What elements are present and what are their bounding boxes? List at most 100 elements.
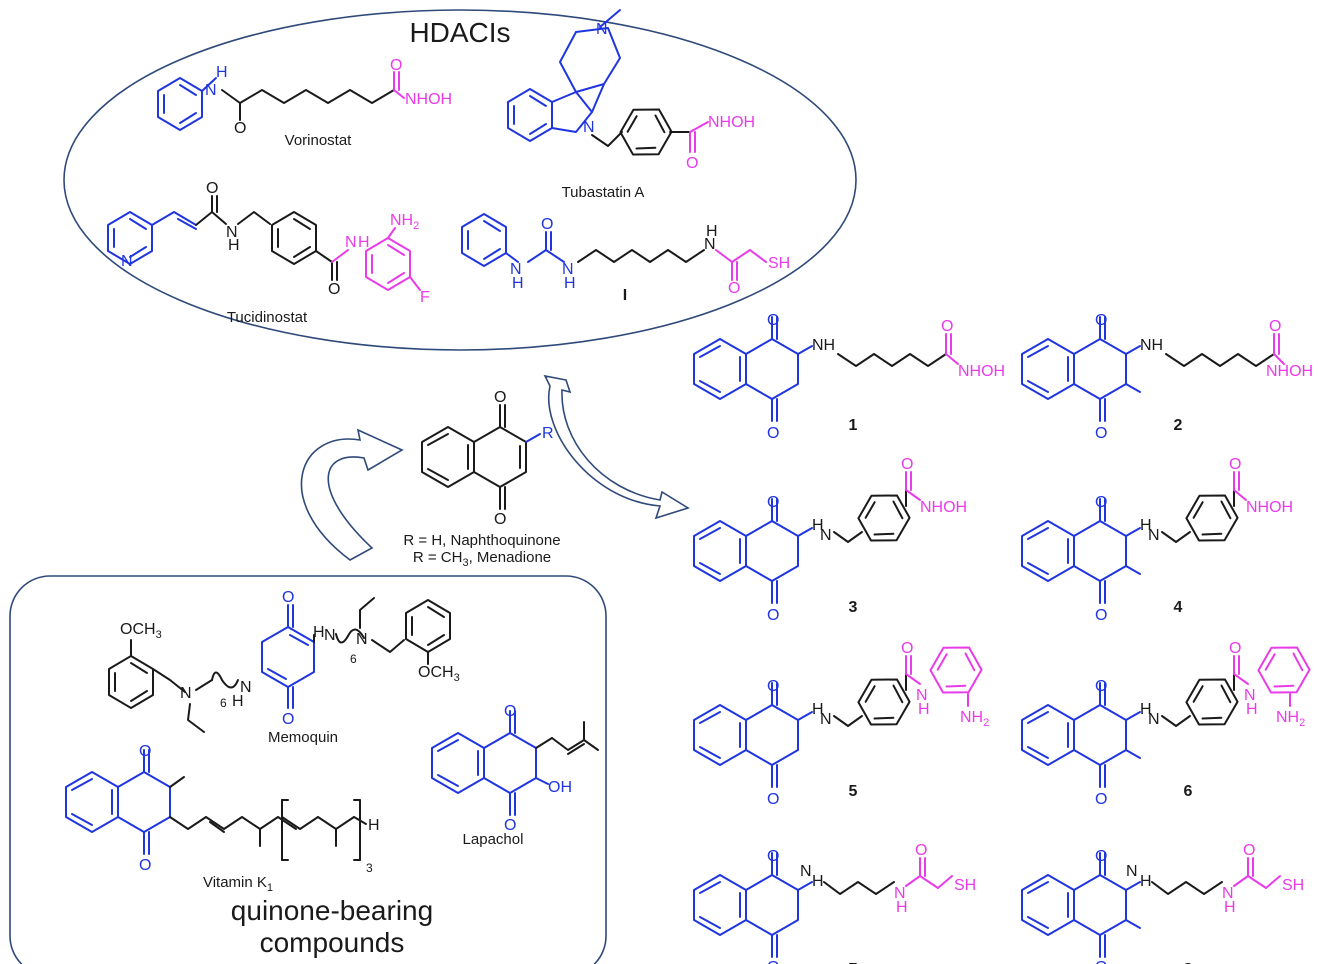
tubastatin-structure: N N NHOH O — [507, 9, 755, 172]
compound-8-label: 8 — [1184, 961, 1193, 964]
svg-text:OH: OH — [548, 779, 572, 796]
compound-7: O O H N N H O SH — [693, 842, 976, 964]
svg-text:6: 6 — [220, 696, 227, 710]
svg-text:N: N — [820, 711, 832, 728]
compound-7-label: 7 — [849, 961, 858, 964]
svg-text:O: O — [541, 216, 553, 233]
svg-text:N: N — [562, 261, 574, 278]
compound-6: O O H N O N H NH2 — [1021, 635, 1318, 808]
svg-text:O: O — [282, 589, 294, 606]
arrow-to-core — [300, 428, 404, 561]
svg-text:O: O — [767, 791, 779, 808]
svg-text:3: 3 — [366, 861, 373, 875]
svg-text:N: N — [1148, 711, 1160, 728]
svg-text:H: H — [1224, 899, 1236, 916]
svg-text:H: H — [812, 701, 824, 718]
svg-text:H: H — [564, 275, 576, 292]
svg-text:O: O — [1095, 791, 1107, 808]
compound-4-label: 4 — [1174, 599, 1183, 616]
svg-text:N: N — [704, 236, 716, 253]
svg-text:O: O — [328, 281, 340, 298]
svg-text:OCH3: OCH3 — [120, 621, 162, 641]
svg-text:O: O — [767, 425, 779, 442]
svg-text:H: H — [1140, 517, 1152, 534]
compound-3-label: 3 — [849, 599, 858, 616]
svg-text:N: N — [180, 685, 192, 702]
svg-text:H: H — [896, 899, 908, 916]
svg-text:N: N — [121, 253, 133, 270]
svg-text:NH: NH — [1140, 337, 1163, 354]
svg-text:O: O — [1269, 318, 1281, 335]
svg-text:O: O — [234, 120, 246, 137]
compound-2-label: 2 — [1174, 417, 1183, 434]
svg-text:H: H — [358, 234, 370, 251]
svg-text:H: H — [1140, 873, 1152, 890]
svg-text:H: H — [228, 237, 240, 254]
svg-text:O: O — [767, 959, 779, 964]
svg-text:N: N — [356, 631, 368, 648]
svg-text:O: O — [494, 511, 506, 528]
svg-text:N: N — [324, 627, 336, 644]
svg-text:O: O — [901, 640, 913, 657]
compound-8: O O N H N H O SH — [1021, 842, 1304, 964]
svg-text:N: N — [1244, 687, 1256, 704]
svg-text:O: O — [1243, 842, 1255, 859]
svg-text:OCH3: OCH3 — [418, 664, 460, 684]
vitamin-k1-label: Vitamin K1 — [203, 874, 273, 894]
svg-text:NHOH: NHOH — [920, 499, 967, 516]
compound-1-label: 1 — [849, 417, 858, 434]
tubastatin-label: Tubastatin A — [562, 184, 645, 201]
svg-text:O: O — [1095, 312, 1107, 329]
core-caption-1: R = H, Naphthoquinone — [403, 532, 560, 549]
svg-text:O: O — [282, 711, 294, 728]
svg-text:H: H — [216, 64, 228, 81]
compound-1: O O NH O NHOH — [693, 312, 1005, 442]
svg-text:O: O — [1095, 848, 1107, 865]
svg-text:O: O — [767, 678, 779, 695]
svg-text:O: O — [1095, 959, 1107, 964]
tucidinostat-structure: N O N H O N H NH2 F — [107, 180, 430, 306]
core-caption-2: R = CH3, Menadione — [413, 549, 551, 569]
compound-6-label: 6 — [1184, 783, 1193, 800]
svg-text:O: O — [390, 57, 402, 74]
compound-i-structure: N H O N H N H O SH — [461, 213, 790, 297]
compound-2: O O NH O NHOH — [1021, 312, 1313, 442]
svg-text:N: N — [1222, 885, 1234, 902]
svg-text:NH2: NH2 — [960, 709, 989, 729]
svg-text:H: H — [512, 275, 524, 292]
svg-text:O: O — [767, 312, 779, 329]
compound-5-label: 5 — [849, 783, 858, 800]
svg-text:O: O — [1095, 494, 1107, 511]
svg-text:N: N — [583, 119, 595, 136]
svg-text:O: O — [1095, 607, 1107, 624]
svg-text:SH: SH — [1282, 877, 1304, 894]
svg-text:6: 6 — [350, 652, 357, 666]
memoquin-structure: OCH3 N 6 N H O O H N 6 N OCH3 — [108, 589, 460, 733]
quinone-title-line1: quinone-bearing — [231, 895, 433, 926]
svg-text:N: N — [820, 527, 832, 544]
svg-text:NHOH: NHOH — [708, 114, 755, 131]
hdaci-ellipse — [63, 9, 857, 351]
vitamin-k1-structure: O O H 3 — [65, 743, 380, 875]
vorinostat-structure: H N O O NHOH — [157, 57, 452, 137]
svg-text:N: N — [240, 679, 252, 696]
svg-text:O: O — [504, 817, 516, 834]
svg-text:O: O — [686, 155, 698, 172]
svg-text:H: H — [368, 817, 380, 834]
svg-text:NHOH: NHOH — [958, 363, 1005, 380]
svg-text:N: N — [205, 82, 217, 99]
svg-text:O: O — [206, 180, 218, 197]
svg-text:N: N — [510, 261, 522, 278]
svg-text:O: O — [901, 456, 913, 473]
svg-text:O: O — [767, 494, 779, 511]
svg-text:O: O — [767, 607, 779, 624]
svg-text:N: N — [916, 687, 928, 704]
lapachol-structure: OH O O — [431, 703, 599, 834]
svg-text:H: H — [918, 701, 930, 718]
core-naphthoquinone: O O R — [421, 389, 554, 528]
svg-text:SH: SH — [954, 877, 976, 894]
svg-text:O: O — [139, 857, 151, 874]
tucidinostat-label: Tucidinostat — [227, 309, 308, 326]
vorinostat-label: Vorinostat — [285, 132, 353, 149]
svg-text:F: F — [420, 289, 430, 306]
